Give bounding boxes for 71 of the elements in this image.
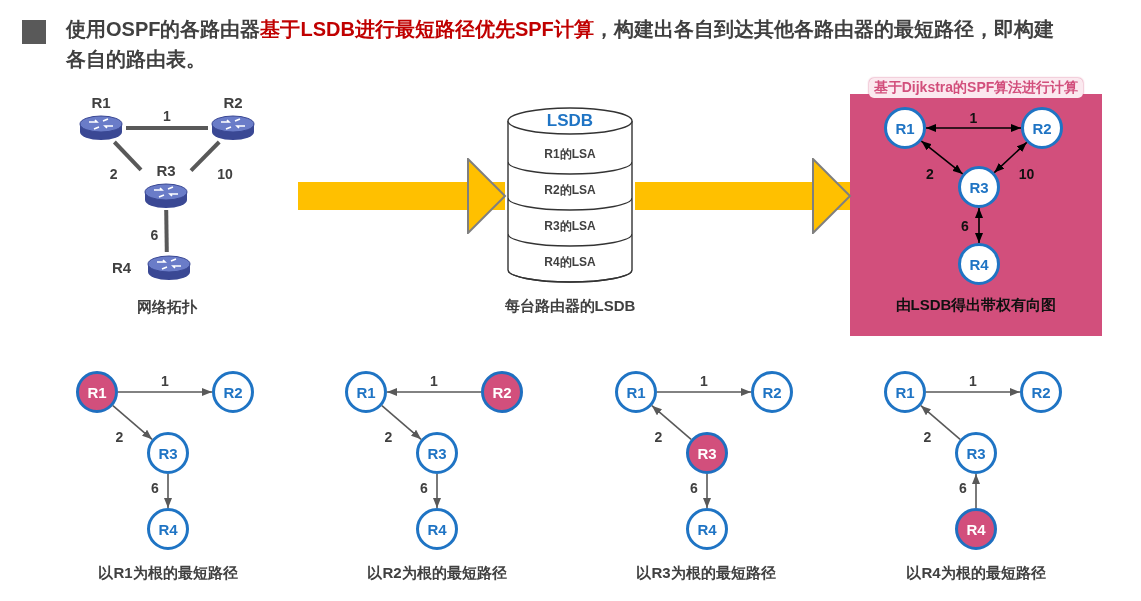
arrow [433, 473, 441, 509]
router-label: R4 [112, 259, 132, 277]
root-node-circle: R2 [481, 371, 523, 413]
router-node-circle: R3 [958, 166, 1000, 208]
connector-line [112, 140, 143, 172]
connector-line [126, 126, 208, 130]
router-node-circle: R2 [751, 371, 793, 413]
edge-label: 6 [149, 480, 161, 496]
router-node-circle: R1 [884, 107, 926, 149]
root-node-circle: R3 [686, 432, 728, 474]
arrow [651, 404, 692, 441]
caption: 以R4为根的最短路径 [906, 564, 1046, 583]
arrow [975, 207, 983, 244]
edge-label: 1 [428, 373, 440, 389]
caption: 以R1为根的最短路径 [98, 564, 238, 583]
arrow [381, 404, 422, 441]
database-label: 每台路由器的LSDB [504, 297, 636, 316]
arrow [972, 473, 980, 509]
router-node-circle: R1 [345, 371, 387, 413]
title: 使用OSPF的各路由器基于LSDB进行最短路径优先SPF计算，构建出各自到达其他各路由器的最短路径，即构建各自的路由表。 [66, 17, 1055, 72]
edge-label: 1 [698, 373, 710, 389]
panel-title: 基于Dijkstra的SPF算法进行计算 [868, 78, 1084, 98]
caption: 以R3为根的最短路径 [636, 564, 776, 583]
arrow [112, 404, 153, 441]
arrow [656, 388, 752, 396]
router-node-circle: R2 [212, 371, 254, 413]
panel-caption: 由LSDB得出带权有向图 [895, 296, 1057, 315]
arrow [925, 124, 1022, 132]
root-node-circle: R4 [955, 508, 997, 550]
router-node-circle: R4 [416, 508, 458, 550]
edge-label: 6 [148, 227, 161, 243]
router-label: R2 [223, 94, 243, 112]
router-node-circle: R3 [147, 432, 189, 474]
router-node-circle: R3 [416, 432, 458, 474]
router-label: R3 [156, 162, 176, 180]
edge-label: 1 [159, 373, 171, 389]
router-node-circle: R2 [1021, 107, 1063, 149]
router-label: R1 [91, 94, 111, 112]
block-arrow [635, 158, 851, 234]
database-cylinder [505, 105, 635, 285]
caption: 网络拓扑 [137, 298, 197, 317]
database-layer: R3的LSA [508, 212, 632, 248]
router-node-circle: R4 [958, 243, 1000, 285]
edge-label: 1 [161, 108, 173, 124]
router-node-circle: R3 [955, 432, 997, 474]
router-node-circle: R4 [147, 508, 189, 550]
edge-label: 1 [967, 373, 979, 389]
router-node-circle: R1 [615, 371, 657, 413]
edge-label: 6 [957, 480, 969, 496]
root-node-circle: R1 [76, 371, 118, 413]
block-arrow [298, 158, 506, 234]
arrow [117, 388, 213, 396]
router-node-circle: R2 [1020, 371, 1062, 413]
database-layer: R4的LSA [508, 248, 632, 284]
router-node-circle: R4 [686, 508, 728, 550]
arrow [993, 141, 1028, 174]
arrow [164, 473, 172, 509]
edge-label: 6 [418, 480, 430, 496]
router-node-circle: R1 [884, 371, 926, 413]
database-layer: R1的LSA [508, 140, 632, 176]
arrow [925, 388, 1021, 396]
arrow [386, 388, 482, 396]
connector-line [189, 140, 221, 172]
database-layer: R2的LSA [508, 176, 632, 212]
graph-panel [850, 76, 1102, 336]
caption: 以R2为根的最短路径 [367, 564, 507, 583]
arrow [703, 473, 711, 509]
arrow [920, 404, 961, 441]
edge-label: 6 [688, 480, 700, 496]
arrow [920, 140, 964, 175]
database-title: LSDB [546, 111, 594, 131]
